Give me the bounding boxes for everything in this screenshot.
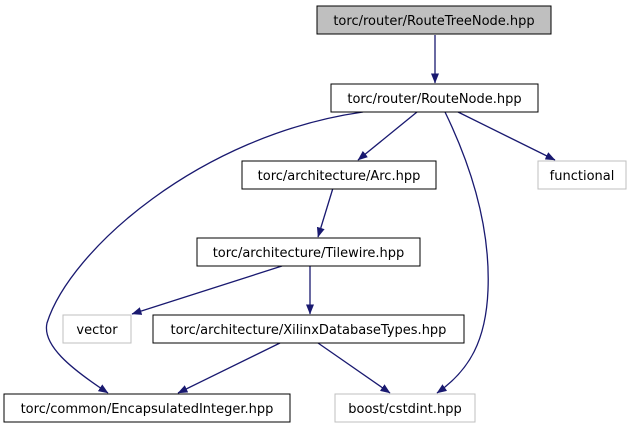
svg-text:functional: functional [550,169,615,184]
svg-text:torc/common/EncapsulatedIntege: torc/common/EncapsulatedInteger.hpp [21,402,274,417]
edge-xilinxdbtypes-to-encapsulatedinteger [177,342,281,394]
node-arc[interactable]: torc/architecture/Arc.hpp [241,160,437,190]
svg-text:torc/router/RouteNode.hpp: torc/router/RouteNode.hpp [347,92,521,107]
nodes-layer: torc/router/RouteTreeNode.hpp torc/route… [3,5,627,423]
svg-text:torc/architecture/XilinxDataba: torc/architecture/XilinxDatabaseTypes.hp… [171,323,447,338]
node-xilinxdbtypes[interactable]: torc/architecture/XilinxDatabaseTypes.hp… [152,314,465,344]
edge-routenode-to-arc [357,111,418,161]
edge-routenode-to-functional [457,111,556,161]
svg-text:vector: vector [76,323,118,338]
node-functional: functional [537,160,627,190]
svg-text:boost/cstdint.hpp: boost/cstdint.hpp [348,402,462,417]
edge-arc-to-tilewire [316,187,334,238]
svg-text:torc/architecture/Tilewire.hpp: torc/architecture/Tilewire.hpp [213,246,405,261]
node-routetreenode[interactable]: torc/router/RouteTreeNode.hpp [316,5,552,35]
node-tilewire[interactable]: torc/architecture/Tilewire.hpp [196,237,421,267]
node-routenode[interactable]: torc/router/RouteNode.hpp [330,83,539,113]
edges-layer [45,35,556,394]
edge-routenode-to-cstdint [436,111,489,394]
svg-text:torc/architecture/Arc.hpp: torc/architecture/Arc.hpp [258,169,421,184]
node-vector: vector [62,314,132,344]
edge-tilewire-to-vector [131,265,283,315]
node-encapsulatedinteger[interactable]: torc/common/EncapsulatedInteger.hpp [3,393,291,423]
edge-routenode-to-encapsulatedinteger [45,111,364,394]
edge-xilinxdbtypes-to-cstdint [317,342,391,394]
svg-text:torc/router/RouteTreeNode.hpp: torc/router/RouteTreeNode.hpp [333,14,534,29]
node-cstdint: boost/cstdint.hpp [334,393,476,423]
